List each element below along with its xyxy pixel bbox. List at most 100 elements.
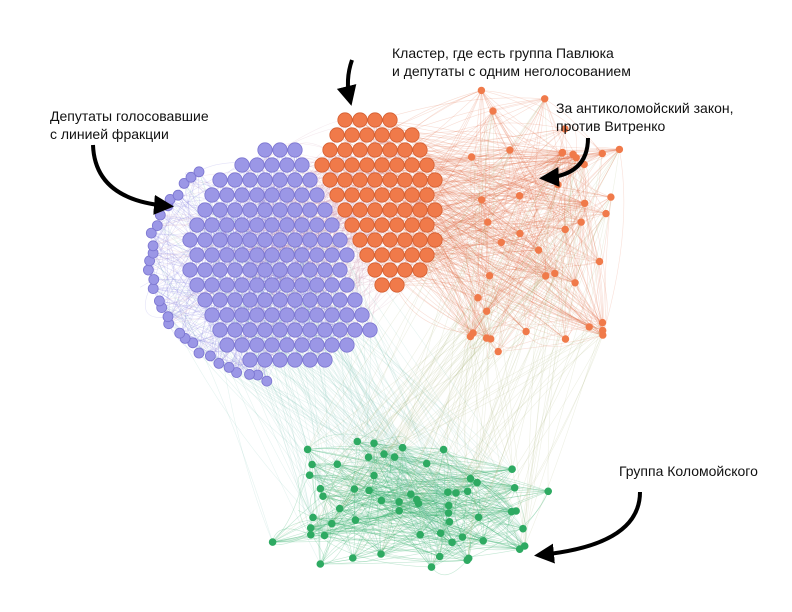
graph-edge xyxy=(369,490,524,529)
graph-edge xyxy=(515,330,603,512)
graph-node xyxy=(287,352,303,368)
graph-edge xyxy=(279,209,525,547)
graph-node xyxy=(412,172,428,188)
graph-edge xyxy=(418,503,525,547)
graph-edge xyxy=(480,199,487,312)
graph-edge xyxy=(411,194,539,251)
graph-edge xyxy=(538,149,620,251)
graph-edge xyxy=(477,90,482,298)
graph-edge xyxy=(373,443,382,555)
graph-edge xyxy=(368,490,520,550)
graph-edge xyxy=(486,149,620,312)
graph-node xyxy=(382,202,398,218)
graph-edge xyxy=(320,488,484,542)
graph-node xyxy=(515,191,524,200)
graph-edge xyxy=(486,196,612,312)
graph-node xyxy=(444,501,453,510)
graph-edge xyxy=(470,229,566,337)
graph-node xyxy=(309,277,325,293)
graph-edge xyxy=(477,157,577,298)
graph-edge xyxy=(466,110,495,561)
graph-edge xyxy=(396,194,603,336)
graph-edge xyxy=(470,233,521,337)
graph-node xyxy=(261,375,273,387)
graph-edge xyxy=(159,300,469,559)
graph-edge xyxy=(467,184,559,492)
graph-node xyxy=(489,107,497,115)
graph-edge xyxy=(426,254,487,312)
graph-edge xyxy=(271,134,383,226)
graph-node xyxy=(197,262,213,278)
graph-node xyxy=(227,172,243,188)
graph-edge xyxy=(271,224,318,286)
graph-edge xyxy=(320,559,468,565)
graph-edge xyxy=(324,310,487,536)
graph-node xyxy=(264,337,280,353)
graph-edge xyxy=(272,534,421,543)
graph-node xyxy=(365,486,373,495)
graph-edge xyxy=(394,456,453,543)
graph-node xyxy=(272,172,288,188)
graph-edge xyxy=(439,510,517,557)
graph-edge xyxy=(357,441,513,470)
graph-node xyxy=(339,247,355,263)
graph-edge xyxy=(310,527,468,561)
graph-node xyxy=(347,322,363,338)
graph-edge xyxy=(352,487,515,559)
graph-edge xyxy=(466,332,478,561)
graph-edge xyxy=(472,222,489,334)
graph-edge xyxy=(490,153,603,340)
graph-node xyxy=(477,86,486,95)
graph-node xyxy=(249,187,265,203)
graph-node xyxy=(534,246,543,254)
graph-node xyxy=(599,331,607,339)
graph-edge xyxy=(434,239,603,331)
graph-edge xyxy=(357,441,478,483)
graph-edge xyxy=(381,482,449,501)
graph-edge xyxy=(398,501,479,518)
graph-node xyxy=(359,157,375,173)
graph-edge xyxy=(519,233,603,331)
graph-node xyxy=(389,127,405,143)
graph-edge xyxy=(411,254,590,328)
graph-edge xyxy=(431,491,549,568)
graph-edge xyxy=(443,449,520,550)
graph-edge xyxy=(481,199,590,328)
graph-edge xyxy=(443,275,490,450)
graph-node xyxy=(272,202,288,218)
graph-node xyxy=(212,292,228,308)
graph-edge xyxy=(565,164,585,340)
arrow-icon xyxy=(91,144,174,215)
graph-node xyxy=(416,530,425,539)
graph-node xyxy=(287,232,303,248)
graph-node xyxy=(474,294,482,302)
graph-node xyxy=(412,142,428,158)
graph-node xyxy=(507,507,516,516)
graph-edge xyxy=(602,149,625,336)
graph-edge xyxy=(434,157,577,182)
graph-edge xyxy=(312,503,419,525)
graph-node xyxy=(333,460,342,469)
graph-edge xyxy=(169,199,303,346)
graph-edge xyxy=(525,331,603,347)
graph-node xyxy=(374,127,390,143)
graph-edge xyxy=(320,510,517,565)
graph-edge xyxy=(355,329,371,521)
graph-edge xyxy=(210,355,440,557)
graph-node xyxy=(212,262,228,278)
graph-edge xyxy=(310,152,563,535)
graph-edge xyxy=(463,336,471,348)
graph-edge xyxy=(373,475,449,516)
graph-edge xyxy=(477,150,511,298)
graph-edge xyxy=(486,157,577,339)
graph-node xyxy=(558,148,567,157)
graph-node xyxy=(466,474,475,483)
graph-edge xyxy=(210,355,358,442)
graph-edge xyxy=(357,229,566,442)
graph-node xyxy=(337,202,353,218)
graph-edge xyxy=(525,196,612,332)
graph-edge xyxy=(399,491,549,505)
graph-edge xyxy=(234,239,237,373)
graph-edge xyxy=(434,98,545,241)
graph-node xyxy=(395,497,403,506)
